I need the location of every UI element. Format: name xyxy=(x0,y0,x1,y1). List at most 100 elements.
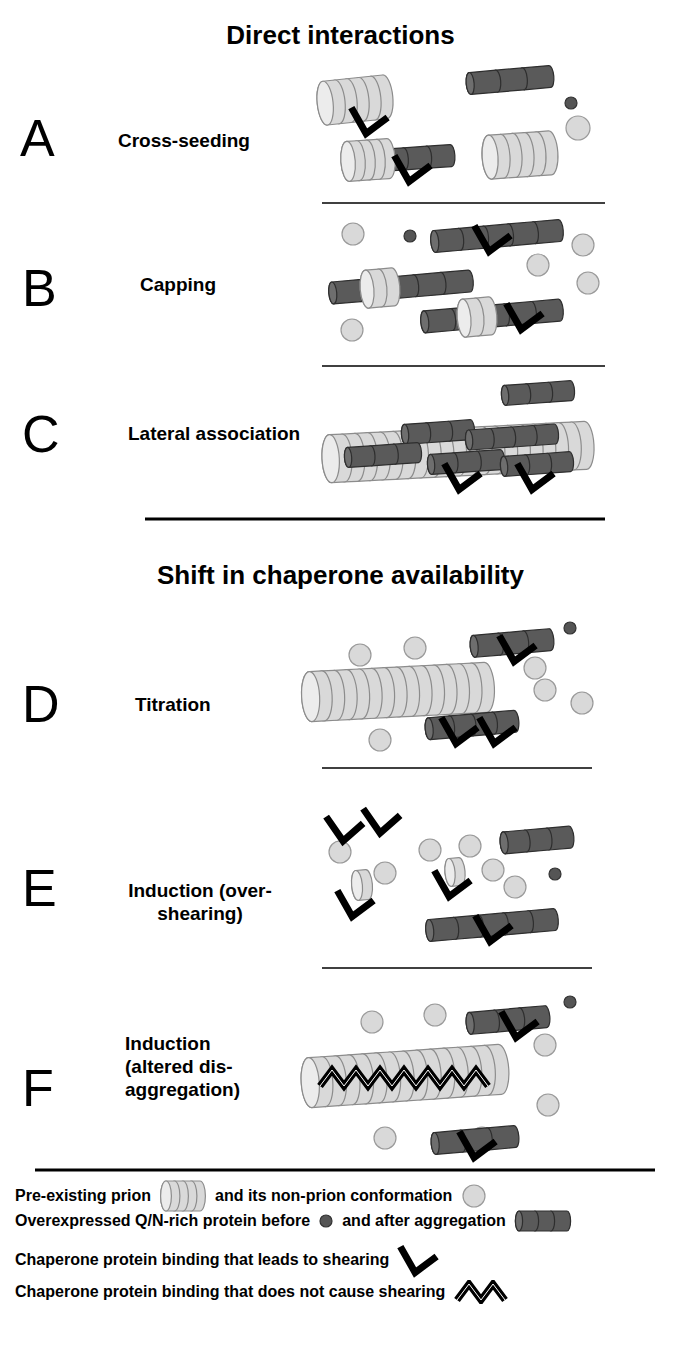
aggregate-rod xyxy=(401,419,475,444)
monomer-light xyxy=(424,1004,446,1026)
fibril-segment xyxy=(339,140,366,182)
aggregate-rod xyxy=(344,442,422,467)
fibril-segment xyxy=(420,308,457,333)
legend-text: Chaperone protein binding that does not … xyxy=(15,1283,445,1301)
chaperone-stroke xyxy=(506,298,544,331)
separator xyxy=(35,1169,655,1172)
chaperone-highlight xyxy=(457,1284,505,1300)
fibril-end xyxy=(456,299,473,338)
fibril-end xyxy=(499,832,509,855)
chaperone-shearing xyxy=(474,220,512,253)
chaperone-nonshearing xyxy=(320,1070,488,1086)
fibril-segment xyxy=(161,1181,180,1211)
legend-text: Overexpressed Q/N-rich protein before xyxy=(15,1212,310,1230)
chaperone-stroke xyxy=(401,1242,439,1274)
monomer-dark xyxy=(564,622,576,634)
fibril-end xyxy=(444,858,456,887)
monomer-light xyxy=(361,1011,383,1033)
aggregate-rod xyxy=(328,270,474,305)
chaperone-stroke xyxy=(475,910,513,943)
monomer-light xyxy=(341,319,363,341)
chaperone-shearing xyxy=(499,630,537,663)
fibril-segment xyxy=(481,134,512,180)
chaperone-stroke xyxy=(351,102,389,135)
monomer-light xyxy=(572,234,594,256)
separator xyxy=(145,518,605,521)
fibril-segment xyxy=(359,268,389,308)
fibril-end xyxy=(465,430,474,450)
monomer-light xyxy=(342,223,364,245)
fibril-segment xyxy=(501,384,532,406)
fibril-end xyxy=(501,385,510,405)
panel-label: Capping xyxy=(140,274,216,297)
fibril-end xyxy=(315,80,335,125)
separator xyxy=(322,365,605,367)
legend-icon xyxy=(159,1178,207,1214)
monomer-light xyxy=(369,729,391,751)
fibril-end xyxy=(469,635,479,658)
aggregate-rod xyxy=(501,380,575,405)
monomer-light xyxy=(459,835,481,857)
chaperone-shearing xyxy=(501,1006,539,1039)
fibril-end xyxy=(161,1181,172,1211)
fibril-end xyxy=(427,454,436,474)
chaperone-shearing xyxy=(363,800,403,836)
chaperone-stroke xyxy=(459,1126,497,1159)
fibril-segment xyxy=(315,79,347,126)
legend-icon xyxy=(397,1242,441,1278)
fibril-segment xyxy=(300,670,333,722)
aggregate-rod xyxy=(430,219,564,253)
fibril-segment xyxy=(425,917,460,942)
monomer-light xyxy=(404,637,426,659)
legend-icon xyxy=(318,1213,334,1229)
prion-fibril xyxy=(300,1044,511,1108)
monomer-dark xyxy=(564,996,576,1008)
fibril-end xyxy=(344,447,353,467)
chaperone-shearing xyxy=(506,298,544,331)
legend-icon xyxy=(514,1208,572,1234)
legend-row: Overexpressed Q/N-rich protein beforeand… xyxy=(15,1208,572,1234)
legend-row: Chaperone protein binding that leads to … xyxy=(15,1242,441,1278)
fibril-segment xyxy=(515,1211,538,1231)
fibril-segment xyxy=(344,446,376,468)
monomer-light xyxy=(349,644,371,666)
aggregate-rod xyxy=(465,65,555,95)
monomer-light xyxy=(577,272,599,294)
chaperone-stroke xyxy=(479,712,517,745)
fibril-end xyxy=(328,282,338,305)
aggregate-rod xyxy=(515,1211,570,1231)
fibril-segment xyxy=(456,297,486,337)
chaperone-stroke xyxy=(394,150,432,183)
legend-row: Pre-existing prionand its non-prion conf… xyxy=(15,1178,488,1214)
prion-fibril xyxy=(456,296,499,337)
panel-letter: B xyxy=(22,262,57,314)
panel-letter: C xyxy=(22,408,60,460)
monomer-light xyxy=(504,876,526,898)
panel-letter: E xyxy=(22,862,57,914)
monomer-dark xyxy=(549,868,561,880)
prion-fibril xyxy=(481,130,560,179)
panel-label: Lateral association xyxy=(128,423,300,446)
legend-icon xyxy=(453,1280,513,1304)
fibril-end xyxy=(465,1012,475,1035)
fibril-end xyxy=(359,270,376,309)
monomer-dark xyxy=(404,230,416,242)
prion-fibril xyxy=(339,138,396,182)
fibril-segment xyxy=(499,830,531,855)
monomer-light xyxy=(463,1185,485,1207)
legend-row: Chaperone protein binding that does not … xyxy=(15,1280,513,1304)
fibril-segment xyxy=(401,423,432,445)
chaperone-shearing xyxy=(517,458,555,491)
legend-text: and its non-prion conformation xyxy=(215,1187,452,1205)
prion-fibril xyxy=(350,869,373,901)
monomer-light xyxy=(534,679,556,701)
prion-fibril xyxy=(359,267,402,308)
chaperone-shearing xyxy=(444,458,482,491)
fibril-end xyxy=(420,311,430,334)
fibril-end xyxy=(465,72,475,95)
prion-fibril xyxy=(161,1181,206,1211)
fibril-end xyxy=(424,717,434,740)
monomer-light xyxy=(482,859,504,881)
separator xyxy=(322,967,592,969)
